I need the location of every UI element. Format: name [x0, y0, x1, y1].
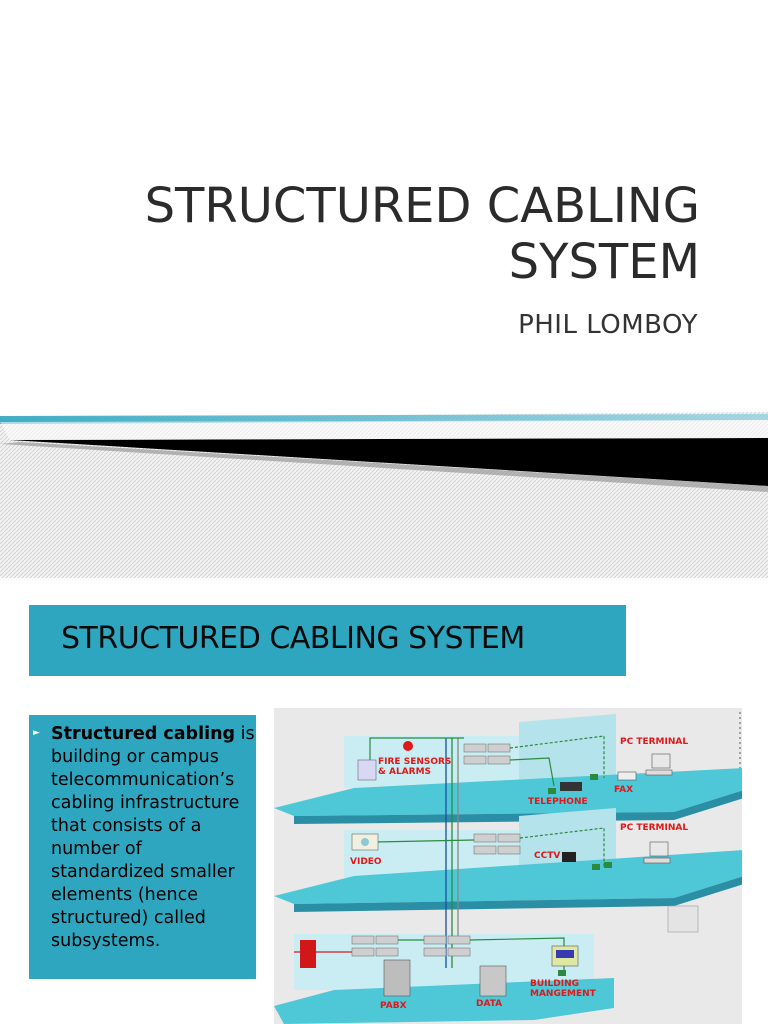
label-fax: FAX [614, 785, 633, 795]
heading-banner: STRUCTURED CABLING SYSTEM [29, 605, 626, 676]
content-slide: STRUCTURED CABLING SYSTEM ► Structured c… [0, 578, 768, 1024]
label-pc-terminal-middle: PC TERMINAL [620, 823, 688, 833]
label-pabx: PABX [380, 1001, 407, 1011]
computer-icon-middle [643, 841, 671, 864]
label-telephone: TELEPHONE [528, 797, 588, 807]
cabling-diagram: FIRE SENSORS & ALARMS PC TERMINAL TELEPH… [274, 708, 742, 1024]
telephone-icon [560, 782, 582, 791]
fire-sensor-panel-icon [357, 759, 377, 781]
label-data: DATA [476, 999, 502, 1009]
building-management-icon [551, 945, 579, 967]
pabx-icon [383, 959, 411, 997]
bullet-arrow-icon: ► [33, 728, 40, 738]
slide-heading: STRUCTURED CABLING SYSTEM [61, 621, 525, 656]
building-exterior-icon [667, 905, 699, 933]
label-alarms: & ALARMS [378, 767, 431, 777]
label-fire-sensors: FIRE SENSORS [378, 757, 451, 767]
label-management: MANGEMENT [530, 989, 597, 999]
slide-title-line1: STRUCTURED CABLING [144, 178, 700, 234]
label-video: VIDEO [350, 857, 382, 867]
fire-alarm-panel-icon [300, 940, 316, 968]
cctv-camera-icon [562, 852, 576, 862]
body-bold-term: Structured cabling [51, 724, 236, 744]
body-text: is building or campus telecommunication’… [51, 724, 255, 951]
label-pc-terminal-top: PC TERMINAL [620, 737, 688, 747]
slide-subtitle: PHIL LOMBOY [518, 310, 698, 340]
fax-icon [617, 771, 637, 781]
slide-title-line2: SYSTEM [508, 234, 700, 290]
data-server-icon [479, 965, 507, 997]
computer-icon-top [645, 753, 673, 776]
decorative-wave-band [0, 412, 768, 578]
body-paragraph: Structured cabling is building or campus… [51, 723, 255, 953]
fire-alarm-icon [403, 741, 413, 751]
label-cctv: CCTV [534, 851, 560, 861]
title-slide: STRUCTURED CABLING SYSTEM PHIL LOMBOY [0, 178, 768, 578]
slide-title: STRUCTURED CABLING SYSTEM [145, 178, 700, 290]
label-building: BUILDING [530, 979, 579, 989]
body-text-box: ► Structured cabling is building or camp… [29, 715, 256, 979]
video-camera-icon [351, 833, 379, 851]
